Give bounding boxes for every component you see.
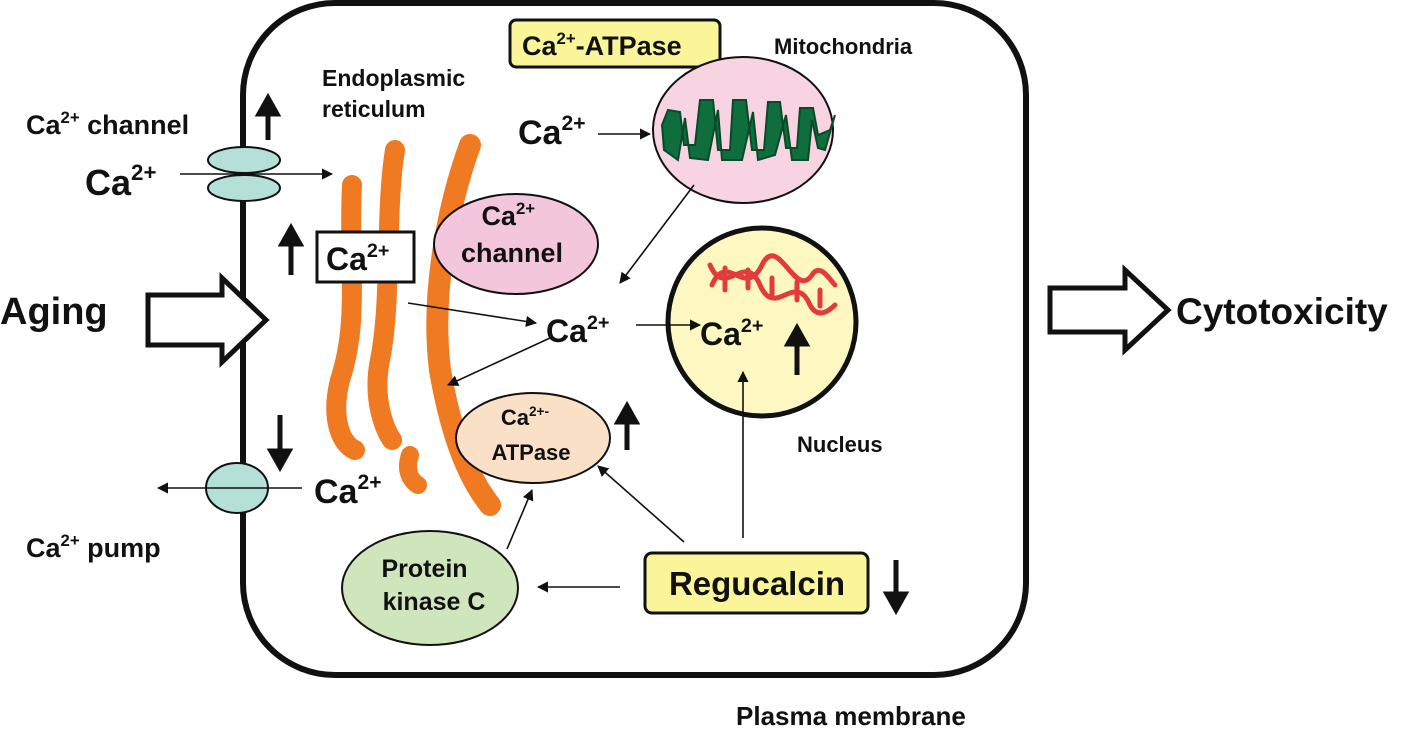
ca-atpase-box [508,18,722,69]
ca-pump-label: Ca2+ pump [26,531,161,563]
mito-ca-label: Ca2+ [518,112,586,152]
pathway-arrows [156,128,749,593]
aging-big-arrow [145,272,270,368]
cytosolic-ca-label: Ca2+ [546,312,610,349]
ca-channel-left-label: Ca2+ channel [26,108,189,140]
plasma-membrane-label: Plasma membrane [736,701,966,729]
ca-extracellular-label: Ca2+ [85,160,156,203]
er-ca-atpase-shape [455,392,611,484]
er-label: Endoplasmic reticulum [322,65,472,122]
protein-kinase-c-label: Protein kinase C [381,555,485,616]
aging-label: Aging [0,291,108,333]
er-ca-channel-label: Ca2+ channel [461,190,563,268]
er-ca-box [315,230,416,284]
change-indicator-arrows [254,92,910,616]
protein-kinase-c-shape [341,530,519,646]
ca-efflux-label: Ca2+ [314,471,382,511]
nuclear-ca-label: Ca2+ [700,315,764,352]
cytotoxicity-label: Cytotoxicity [1176,291,1388,332]
mitochondria-cristae-icon [660,99,836,162]
ca-atpase-box-label: Ca2+-ATPase [522,29,682,61]
plasma-membrane-ca-channel-icon [207,146,281,202]
er-ca-channel-shape [433,193,599,295]
er-ca-label: Ca2+ [326,240,390,277]
cytotoxicity-big-arrow [1047,264,1172,356]
dna-helix-icon [707,253,838,316]
regucalcin-box [643,551,870,615]
nucleus-label: Nucleus [797,432,883,457]
regucalcin-label: Regucalcin [669,565,845,602]
mitochondria-label: Mitochondria [774,34,913,59]
er-ca-atpase-label: Ca2+- ATPase [491,396,570,465]
